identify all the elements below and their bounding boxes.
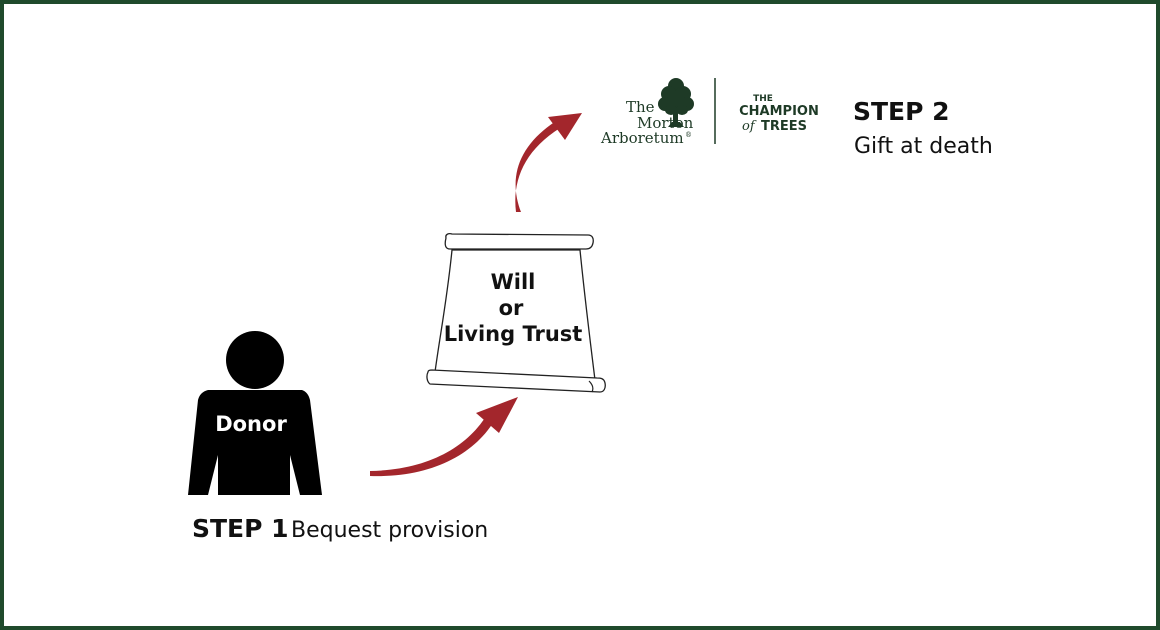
donor-label: Donor bbox=[215, 412, 287, 436]
arrow-curve-2 bbox=[515, 121, 560, 212]
morton-arboretum-logo: The Morton Arboretum ® THE CHAMPION of T… bbox=[600, 78, 819, 147]
arrow-document-to-arboretum bbox=[515, 113, 582, 212]
logo-morton: Morton bbox=[637, 114, 694, 132]
donor-body bbox=[188, 390, 322, 495]
step1-title: STEP 1 bbox=[192, 514, 289, 543]
logo-registered: ® bbox=[685, 131, 692, 139]
step2-label: STEP 2 Gift at death bbox=[853, 97, 993, 159]
logo-partner-of: of bbox=[742, 119, 757, 134]
arrowhead-1-icon bbox=[476, 397, 518, 433]
scroll-top-roll bbox=[444, 232, 594, 250]
step1-description: Bequest provision bbox=[291, 518, 488, 543]
tree-icon bbox=[658, 78, 694, 127]
logo-arboretum: Arboretum bbox=[600, 129, 684, 147]
step2-description: Gift at death bbox=[854, 134, 993, 159]
step1-label: STEP 1 Bequest provision bbox=[192, 514, 488, 543]
document-line-2: or bbox=[499, 296, 524, 320]
arrowhead-2-icon bbox=[548, 113, 582, 140]
logo-partner-champion: CHAMPION bbox=[739, 104, 819, 119]
arrow-curve-1 bbox=[370, 413, 496, 477]
donor-head bbox=[226, 331, 284, 389]
document-scroll: Will or Living Trust bbox=[426, 232, 606, 393]
step2-title: STEP 2 bbox=[853, 97, 950, 126]
scroll-bottom-roll bbox=[426, 369, 606, 393]
logo-partner-the: THE bbox=[753, 94, 773, 104]
donor-figure: Donor bbox=[188, 331, 322, 495]
document-line-1: Will bbox=[491, 270, 536, 294]
arrow-donor-to-document bbox=[370, 397, 518, 477]
logo-the: The bbox=[626, 98, 655, 116]
scroll-roll-curl bbox=[588, 380, 594, 393]
logo-partner-trees: TREES bbox=[761, 119, 807, 134]
document-line-3: Living Trust bbox=[444, 322, 583, 346]
